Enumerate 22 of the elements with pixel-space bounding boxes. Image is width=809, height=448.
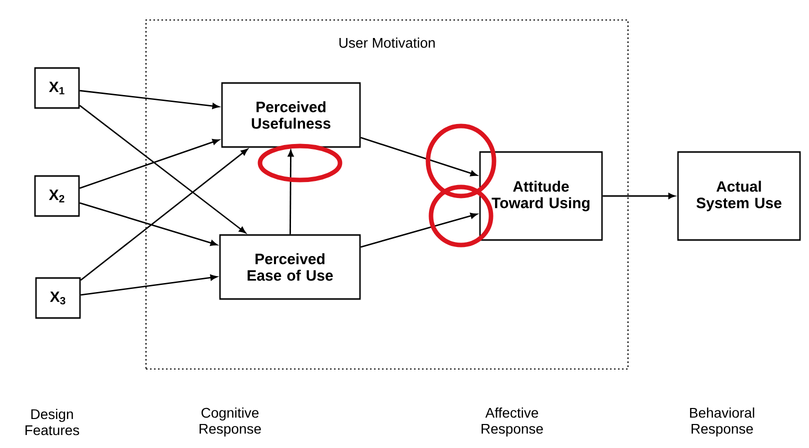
arrow bbox=[360, 212, 478, 248]
concept-box: Perceived Usefulness bbox=[221, 82, 361, 148]
arrow bbox=[80, 202, 218, 246]
stage-label: Cognitive Response bbox=[200, 407, 261, 437]
arrow bbox=[80, 90, 220, 109]
arrow bbox=[602, 193, 676, 199]
frame-title: User Motivation bbox=[339, 38, 435, 48]
concept-box: Actual System Use bbox=[677, 151, 801, 241]
arrow bbox=[80, 274, 218, 296]
arrow bbox=[360, 136, 478, 176]
stage-label: Affective Response bbox=[482, 407, 543, 437]
stage-label: Design Features bbox=[26, 408, 80, 436]
variable-box: X$_{2}$ bbox=[34, 175, 80, 217]
variable-box: X$_{3}$ bbox=[35, 277, 81, 319]
concept-box: Perceived Ease of Use bbox=[219, 234, 361, 300]
arrow bbox=[80, 148, 248, 281]
concept-box: Attitude Toward Using bbox=[479, 151, 603, 241]
variable-box: X$_{1}$ bbox=[34, 67, 80, 109]
arrow bbox=[79, 104, 246, 234]
arrow bbox=[79, 139, 220, 189]
stage-label: Behavioral Response bbox=[690, 407, 754, 437]
arrow bbox=[288, 150, 294, 234]
